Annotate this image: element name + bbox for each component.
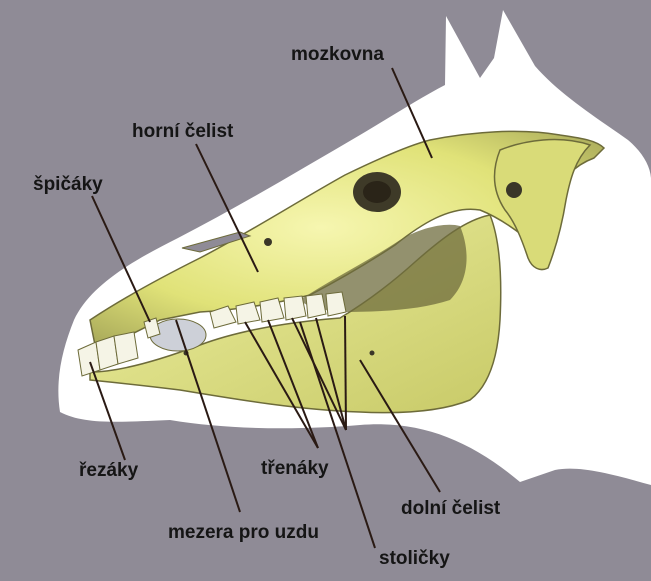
nasal-foramen (264, 238, 272, 246)
label-stolicky: stoličky (379, 549, 450, 568)
label-dolni-celist: dolní čelist (401, 499, 500, 518)
jaw-foramen (370, 351, 375, 356)
label-mezera-pro-uzdu: mezera pro uzdu (168, 523, 319, 542)
label-spicaky: špičáky (33, 175, 103, 194)
label-horni-celist: horní čelist (132, 122, 233, 141)
label-trenaky: třenáky (261, 459, 329, 478)
ear-hole (506, 182, 522, 198)
label-rezaky: řezáky (79, 461, 138, 480)
label-mozkovna: mozkovna (291, 45, 384, 64)
